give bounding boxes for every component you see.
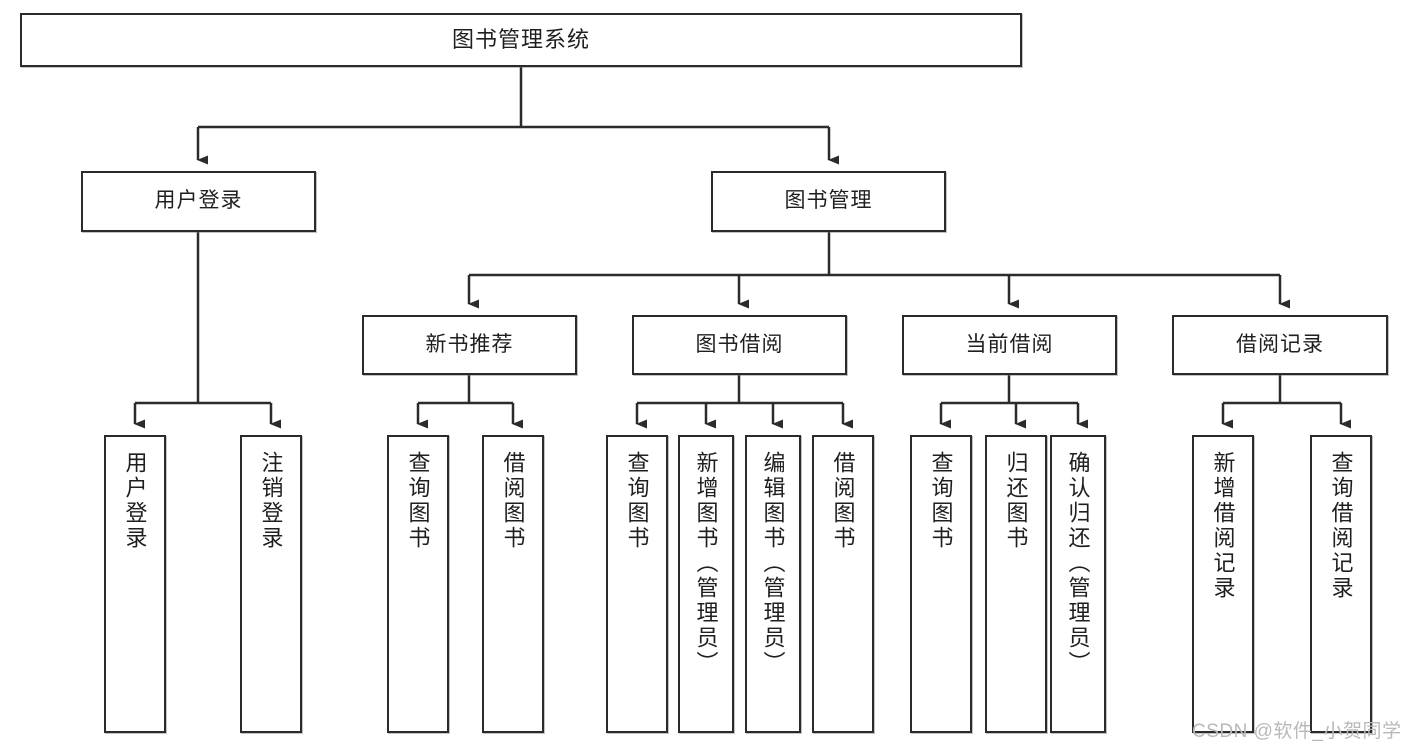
node-borrow-record-label: 借阅记录 — [1236, 332, 1324, 356]
node-leaf-logout-label: 注销登录 — [258, 451, 284, 551]
node-current-borrow[interactable]: 当前借阅 — [902, 315, 1117, 375]
node-book-manage[interactable]: 图书管理 — [711, 171, 946, 232]
node-leaf-return-book-label: 归还图书 — [1003, 451, 1029, 551]
node-book-manage-label: 图书管理 — [784, 189, 873, 213]
node-root-label: 图书管理系统 — [451, 27, 590, 53]
node-leaf-user-login-label: 用户登录 — [122, 451, 148, 551]
node-leaf-query-record[interactable]: 查询借阅记录 — [1310, 435, 1372, 733]
node-root[interactable]: 图书管理系统 — [20, 13, 1022, 67]
node-leaf-borrow-book-2-label: 借阅图书 — [830, 451, 856, 551]
node-leaf-add-book[interactable]: 新增图书（管理员） — [678, 435, 734, 733]
node-leaf-query-book-1-label: 查询图书 — [405, 451, 431, 551]
node-borrow-record[interactable]: 借阅记录 — [1172, 315, 1388, 375]
node-user-login-label: 用户登录 — [154, 189, 243, 213]
node-leaf-edit-book-label: 编辑图书（管理员） — [760, 451, 786, 676]
node-leaf-query-book-1[interactable]: 查询图书 — [387, 435, 449, 733]
node-leaf-borrow-book-1-label: 借阅图书 — [500, 451, 526, 551]
node-leaf-query-book-3[interactable]: 查询图书 — [910, 435, 972, 733]
node-current-borrow-label: 当前借阅 — [965, 332, 1054, 356]
node-leaf-confirm-return-label: 确认归还（管理员） — [1065, 451, 1091, 676]
node-leaf-add-book-label: 新增图书（管理员） — [693, 451, 719, 676]
node-book-borrow[interactable]: 图书借阅 — [632, 315, 847, 375]
node-new-book-rec[interactable]: 新书推荐 — [362, 315, 577, 375]
node-new-book-rec-label: 新书推荐 — [425, 332, 514, 356]
node-leaf-query-book-3-label: 查询图书 — [928, 451, 954, 551]
node-leaf-return-book[interactable]: 归还图书 — [985, 435, 1047, 733]
node-leaf-borrow-book-2[interactable]: 借阅图书 — [812, 435, 874, 733]
node-leaf-user-login[interactable]: 用户登录 — [104, 435, 166, 733]
node-leaf-query-record-label: 查询借阅记录 — [1328, 451, 1354, 601]
node-book-borrow-label: 图书借阅 — [695, 332, 784, 356]
node-leaf-edit-book[interactable]: 编辑图书（管理员） — [745, 435, 801, 733]
node-leaf-confirm-return[interactable]: 确认归还（管理员） — [1050, 435, 1106, 733]
node-leaf-borrow-book-1[interactable]: 借阅图书 — [482, 435, 544, 733]
node-user-login[interactable]: 用户登录 — [81, 171, 316, 232]
node-leaf-add-record[interactable]: 新增借阅记录 — [1192, 435, 1254, 733]
node-leaf-query-book-2-label: 查询图书 — [624, 451, 650, 551]
node-leaf-logout[interactable]: 注销登录 — [240, 435, 302, 733]
csdn-watermark: CSDN @软件_小贺同学 — [1192, 721, 1402, 742]
node-leaf-add-record-label: 新增借阅记录 — [1210, 451, 1236, 601]
node-leaf-query-book-2[interactable]: 查询图书 — [606, 435, 668, 733]
